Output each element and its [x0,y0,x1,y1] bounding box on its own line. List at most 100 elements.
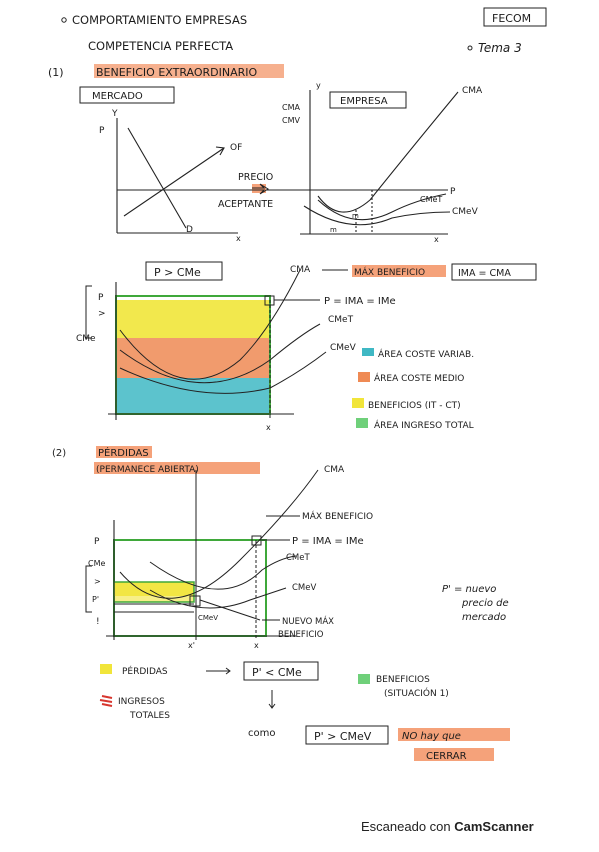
new-max-2: BENEFICIO [278,630,324,640]
firm-p-label: P [450,187,456,197]
market-demand-label: D [186,225,193,235]
section2-number: (2) [52,448,66,459]
legend2-income-1: INGRESOS [118,697,165,707]
open-highlight [94,462,260,474]
area1-cme-label: CMe [76,334,96,344]
firm-cmet-label: CMeT [420,195,442,204]
firm-cmev-label: CMeV [452,207,479,217]
market-x-label: x [236,234,241,243]
area1-max-label: MÁX BENEFICIO [354,266,425,278]
area2-price-eq: P = IMA = IMe [292,536,364,547]
area2-max-label: MÁX BENEFICIO [302,510,373,522]
market-box [79,86,175,104]
loss-condition: P' < CMe [252,666,302,679]
area2-x-label: x [254,641,259,650]
legend-swatch-yellow [352,398,364,408]
price-taker-2: ACEPTANTE [218,199,273,210]
note-line-2: precio de [461,598,509,609]
max-highlight [352,265,446,277]
header-title-2: COMPETENCIA PERFECTA [88,39,233,53]
area1-gt-label: > [98,309,106,319]
area2-cme-label: CMe [88,559,105,568]
area2-pprime-label: P' [92,595,99,604]
legend2-benefits-1: BENEFICIOS [376,675,430,685]
losses-highlight [96,446,152,458]
area1-price-eq: P = IMA = IMe [324,296,396,307]
legend2-benefits-2: (SITUACIÓN 1) [384,687,449,699]
market-graph [116,118,238,234]
condition-box [145,261,223,281]
area1-cma-label: CMA [290,265,311,275]
arrow-head-icon [268,703,276,709]
price-taker-1: PRECIO [238,172,273,183]
bullet-icon [61,17,67,23]
como-condition-box [305,725,389,745]
legend-item-3: BENEFICIOS (IT - CT) [368,401,461,411]
area2-cmev-label: CMeV [292,583,316,593]
header-title-1: COMPORTAMIENTO EMPRESAS [72,13,247,27]
legend2-swatch-green [358,674,370,684]
area2-excl-label: ! [96,617,100,627]
firm-graph [300,90,459,235]
firm-x-label: x [434,235,439,244]
legend-item-4: ÁREA INGRESO TOTAL [374,419,474,431]
firm-box [329,91,407,109]
section2-subtitle: (PERMANECE ABIERTA) [96,465,199,475]
legend-item-1: ÁREA COSTE VARIAB. [378,348,474,360]
area1-p-label: P [98,293,104,303]
loss-condition-box [243,661,319,681]
como-text: como [248,728,275,739]
fecom-box [483,7,547,27]
firm-cma-axis: CMA [282,103,300,112]
area2-cmev-small: CMeV [198,614,218,622]
section1-title: BENEFICIO EXTRAORDINARIO [96,66,258,79]
conclusion-highlight-2 [414,748,494,761]
area-chart-2 [85,469,319,640]
firm-label: EMPRESA [340,96,388,107]
area2-xprime-label: x' [188,641,195,650]
legend-1: ÁREA COSTE VARIAB. ÁREA COSTE MEDIO BENE… [352,348,474,431]
area1-x-label: x [266,423,271,432]
legend2-swatch-red [99,695,113,707]
firm-cma-curve-label: CMA [462,86,483,96]
fecom-label: FECOM [492,12,531,25]
market-p-label: P [99,126,105,136]
area1-cmet-label: CMeT [328,315,354,325]
firm-y-label: y [316,81,321,90]
tema-label: Tema 3 [478,41,522,55]
market-y-label: Y [111,109,118,119]
legend-swatch-green [356,418,368,428]
section1-number: (1) [48,66,64,79]
firm-m-label-2: m [330,226,337,234]
section2-title: PÉRDIDAS [98,446,149,459]
scanner-brand: CamScanner [454,819,534,834]
arrow-icon [252,183,269,195]
legend-2: PÉRDIDAS P' < CMe BENEFICIOS (SITUACIÓN … [99,661,510,762]
area-chart-1 [85,269,327,420]
legend2-income-2: TOTALES [129,711,170,721]
market-supply-label: OF [230,143,242,153]
legend-swatch-orange [358,372,370,382]
bullet-icon [467,45,473,51]
arrow-head-icon [225,667,231,675]
area1-max-formula: IMA = CMA [458,268,511,279]
scanner-prefix: Escaneado con [361,819,451,834]
new-max-1: NUEVO MÁX [282,615,334,627]
legend-item-2: ÁREA COSTE MEDIO [374,372,464,384]
note-line-1: P' = nuevo [442,584,496,595]
note-line-3: mercado [462,612,506,623]
title-highlight [94,64,284,78]
conclusion-highlight-1 [398,728,510,741]
legend2-swatch-yellow [100,664,112,674]
area2-gt-label: > [94,577,101,586]
condition-text: P > CMe [154,266,201,279]
conclusion-2: CERRAR [426,751,467,762]
area2-cmet-label: CMeT [286,553,310,563]
como-condition: P' > CMeV [314,730,372,743]
scanner-watermark: Escaneado con CamScanner [361,819,534,834]
firm-m-label: m [352,212,359,220]
area2-p-label: P [94,537,100,547]
market-label: MERCADO [92,91,143,102]
